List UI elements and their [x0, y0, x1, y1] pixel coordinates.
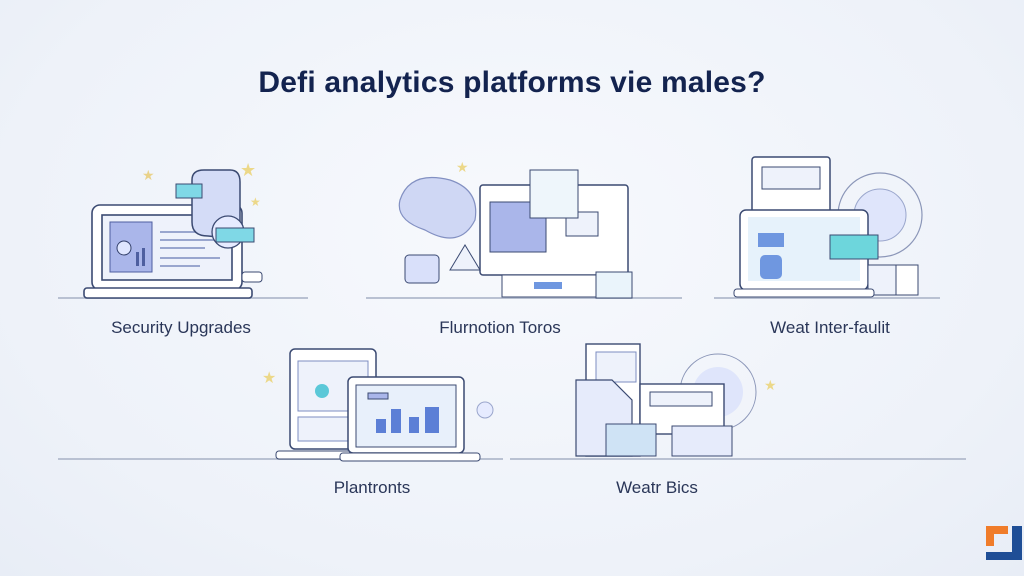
svg-text:★: ★	[456, 159, 469, 175]
card-label-flurnotion-toros: Flurnotion Toros	[439, 318, 561, 337]
page-title: Defi analytics platforms vie males?	[258, 66, 766, 99]
dual-laptop-chart-illustration: ★	[262, 348, 494, 462]
documents-stack-illustration: ★	[575, 343, 777, 457]
svg-text:★: ★	[262, 370, 276, 387]
card-label-security-upgrades: Security Upgrades	[111, 318, 251, 337]
svg-text:★: ★	[240, 160, 256, 180]
svg-text:★: ★	[142, 167, 155, 183]
card-label-weat-inter-faulit: Weat Inter-faulit	[770, 318, 890, 337]
divider-line	[366, 297, 682, 299]
card-label-plantronts: Plantronts	[333, 478, 411, 497]
card-label-weatr-bics: Weatr Bics	[616, 478, 698, 497]
laptop-interface-illustration	[733, 156, 923, 298]
divider-line	[510, 458, 966, 460]
brand-logo-icon	[986, 526, 1022, 560]
svg-text:★: ★	[764, 377, 777, 393]
desktop-flowchart-illustration: ★	[398, 159, 633, 299]
divider-line	[714, 297, 940, 299]
laptop-security-illustration: ★ ★ ★	[83, 160, 263, 299]
svg-text:★: ★	[250, 195, 261, 209]
